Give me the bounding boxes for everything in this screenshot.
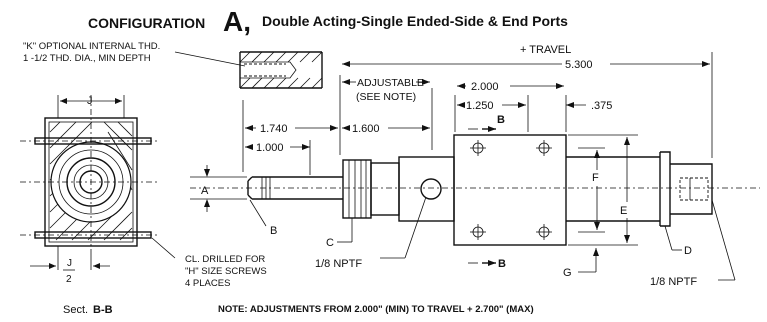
dim-j-half-num: J (67, 258, 72, 269)
drill-leader (151, 237, 176, 259)
dim-1740: 1.740 (260, 123, 288, 135)
dim-375: .375 (591, 100, 612, 112)
dim-adjustable: ADJUSTABLE (357, 77, 424, 89)
dim-a: A (201, 185, 209, 197)
label-c: C (326, 237, 334, 249)
dim-j-half-den: 2 (66, 274, 72, 285)
section-label: Sect. (63, 304, 88, 316)
dim-see-note: (SEE NOTE) (356, 91, 416, 103)
section-bb-view: J J 2 Sect. B-B (20, 95, 160, 316)
thread-detail (239, 51, 323, 89)
dim-travel: + TRAVEL (520, 44, 571, 56)
k-note-leader (174, 51, 246, 67)
dim-2000: 2.000 (471, 81, 499, 93)
configuration-subtitle: Double Acting-Single Ended-Side & End Po… (262, 13, 568, 29)
configuration-label: CONFIGURATION (88, 15, 205, 31)
label-port-end: 1/8 NPTF (650, 276, 697, 288)
dim-e: E (620, 205, 627, 217)
drill-note-line1: CL. DRILLED FOR (185, 254, 265, 265)
dimension-lines: 5.300 + TRAVEL ADJUSTABLE (SEE NOTE) 2.0… (190, 44, 736, 288)
label-port-side: 1/8 NPTF (315, 258, 362, 270)
drill-note-line3: 4 PLACES (185, 278, 230, 289)
k-note-line1: "K" OPTIONAL INTERNAL THD. (23, 41, 160, 52)
label-b: B (270, 225, 277, 237)
section-mark-bottom: B (498, 258, 506, 270)
dim-f: F (592, 172, 599, 184)
dim-1600: 1.600 (352, 123, 380, 135)
adjustment-note: NOTE: ADJUSTMENTS FROM 2.000" (MIN) TO T… (218, 304, 534, 315)
dim-j: J (87, 95, 93, 107)
dim-1250: 1.250 (466, 100, 494, 112)
section-mark-top: B (497, 114, 505, 126)
drill-note-line2: "H" SIZE SCREWS (185, 266, 267, 277)
dim-overall: 5.300 (565, 59, 593, 71)
k-note-line2: 1 -1/2 THD. DIA., MIN DEPTH (23, 53, 151, 64)
dim-1000: 1.000 (256, 142, 284, 154)
label-d: D (684, 245, 692, 257)
cylinder-side-view (190, 134, 760, 246)
label-g: G (563, 267, 572, 279)
section-name: B-B (93, 304, 113, 316)
configuration-letter: A, (223, 6, 251, 37)
